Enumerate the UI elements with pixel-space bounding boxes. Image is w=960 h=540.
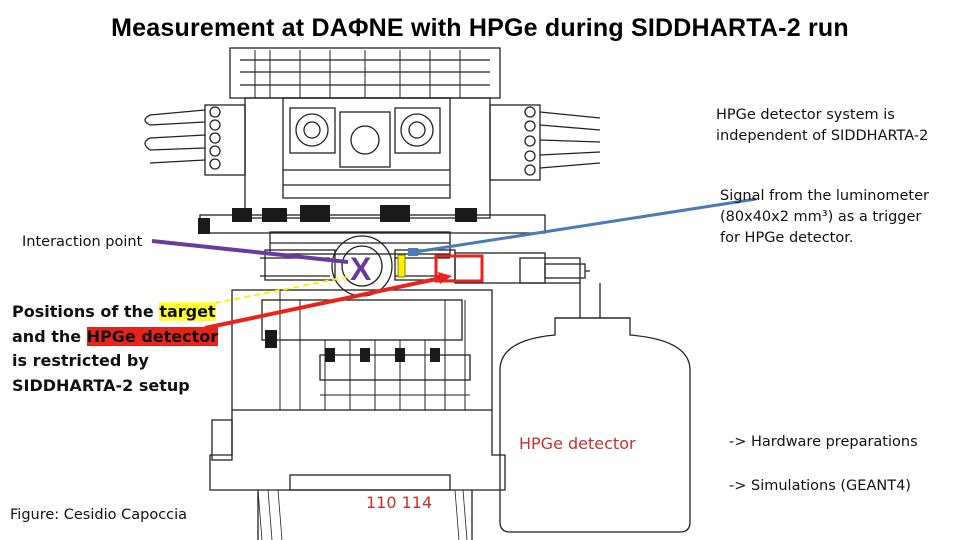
lower-body: [231, 289, 493, 411]
right-connectors: [489, 104, 601, 181]
figure-credit: Figure: Cesidio Capoccia: [10, 507, 188, 523]
positions-line-2: and the HPGe detector: [12, 325, 219, 350]
interaction-arrow: [151, 239, 349, 264]
positions-line-3: is restricted by: [12, 351, 149, 370]
detector-system-note: HPGe detector system is independent of S…: [716, 105, 928, 147]
positions-line-4: SIDDHARTA-2 setup: [12, 375, 190, 395]
hpge-detector-caption: HPGe detector: [519, 434, 636, 453]
hardware-preparations-bullet: -> Hardware preparations: [729, 434, 918, 450]
trigger-note-line-2: (80x40x2 mm³) as a trigger: [720, 209, 922, 225]
base-housing: [209, 410, 506, 491]
target-highlight: target: [159, 302, 216, 321]
trigger-note: Signal from the luminometer (80x40x2 mm³…: [720, 186, 929, 249]
positions-note: Positions of the target and the HPGe det…: [12, 300, 219, 398]
target-line: [204, 275, 353, 306]
trigger-note-line-1: Signal from the luminometer: [720, 188, 929, 204]
slide-title: Measurement at DAΦNE with HPGe during SI…: [111, 14, 849, 42]
hpge-detector-box: [434, 254, 484, 283]
positions-line-1-prefix: Positions of the: [12, 302, 160, 321]
dewar: [499, 317, 691, 533]
positions-line-1: Positions of the target: [12, 300, 218, 325]
detector-highlight: HPGe detector: [86, 326, 219, 346]
detector-note-line-2: independent of SIDDHARTA-2: [716, 128, 929, 144]
positions-line-2-prefix: and the: [12, 326, 87, 346]
interaction-marker: X: [350, 251, 372, 287]
target-marker: [397, 254, 406, 278]
trigger-note-line-3: for HPGe detector.: [720, 230, 854, 246]
main-tower: [244, 97, 491, 219]
interaction-point-label: Interaction point: [22, 234, 143, 250]
detector-arrow: [204, 275, 447, 330]
simulations-bullet: -> Simulations (GEANT4): [729, 478, 911, 494]
left-connectors: [144, 104, 246, 176]
detector-note-line-1: HPGe detector system is: [716, 107, 895, 123]
dimension-label: 110 114: [366, 493, 433, 512]
trigger-arrow: [414, 197, 757, 254]
shielding-blocks: [198, 205, 477, 362]
